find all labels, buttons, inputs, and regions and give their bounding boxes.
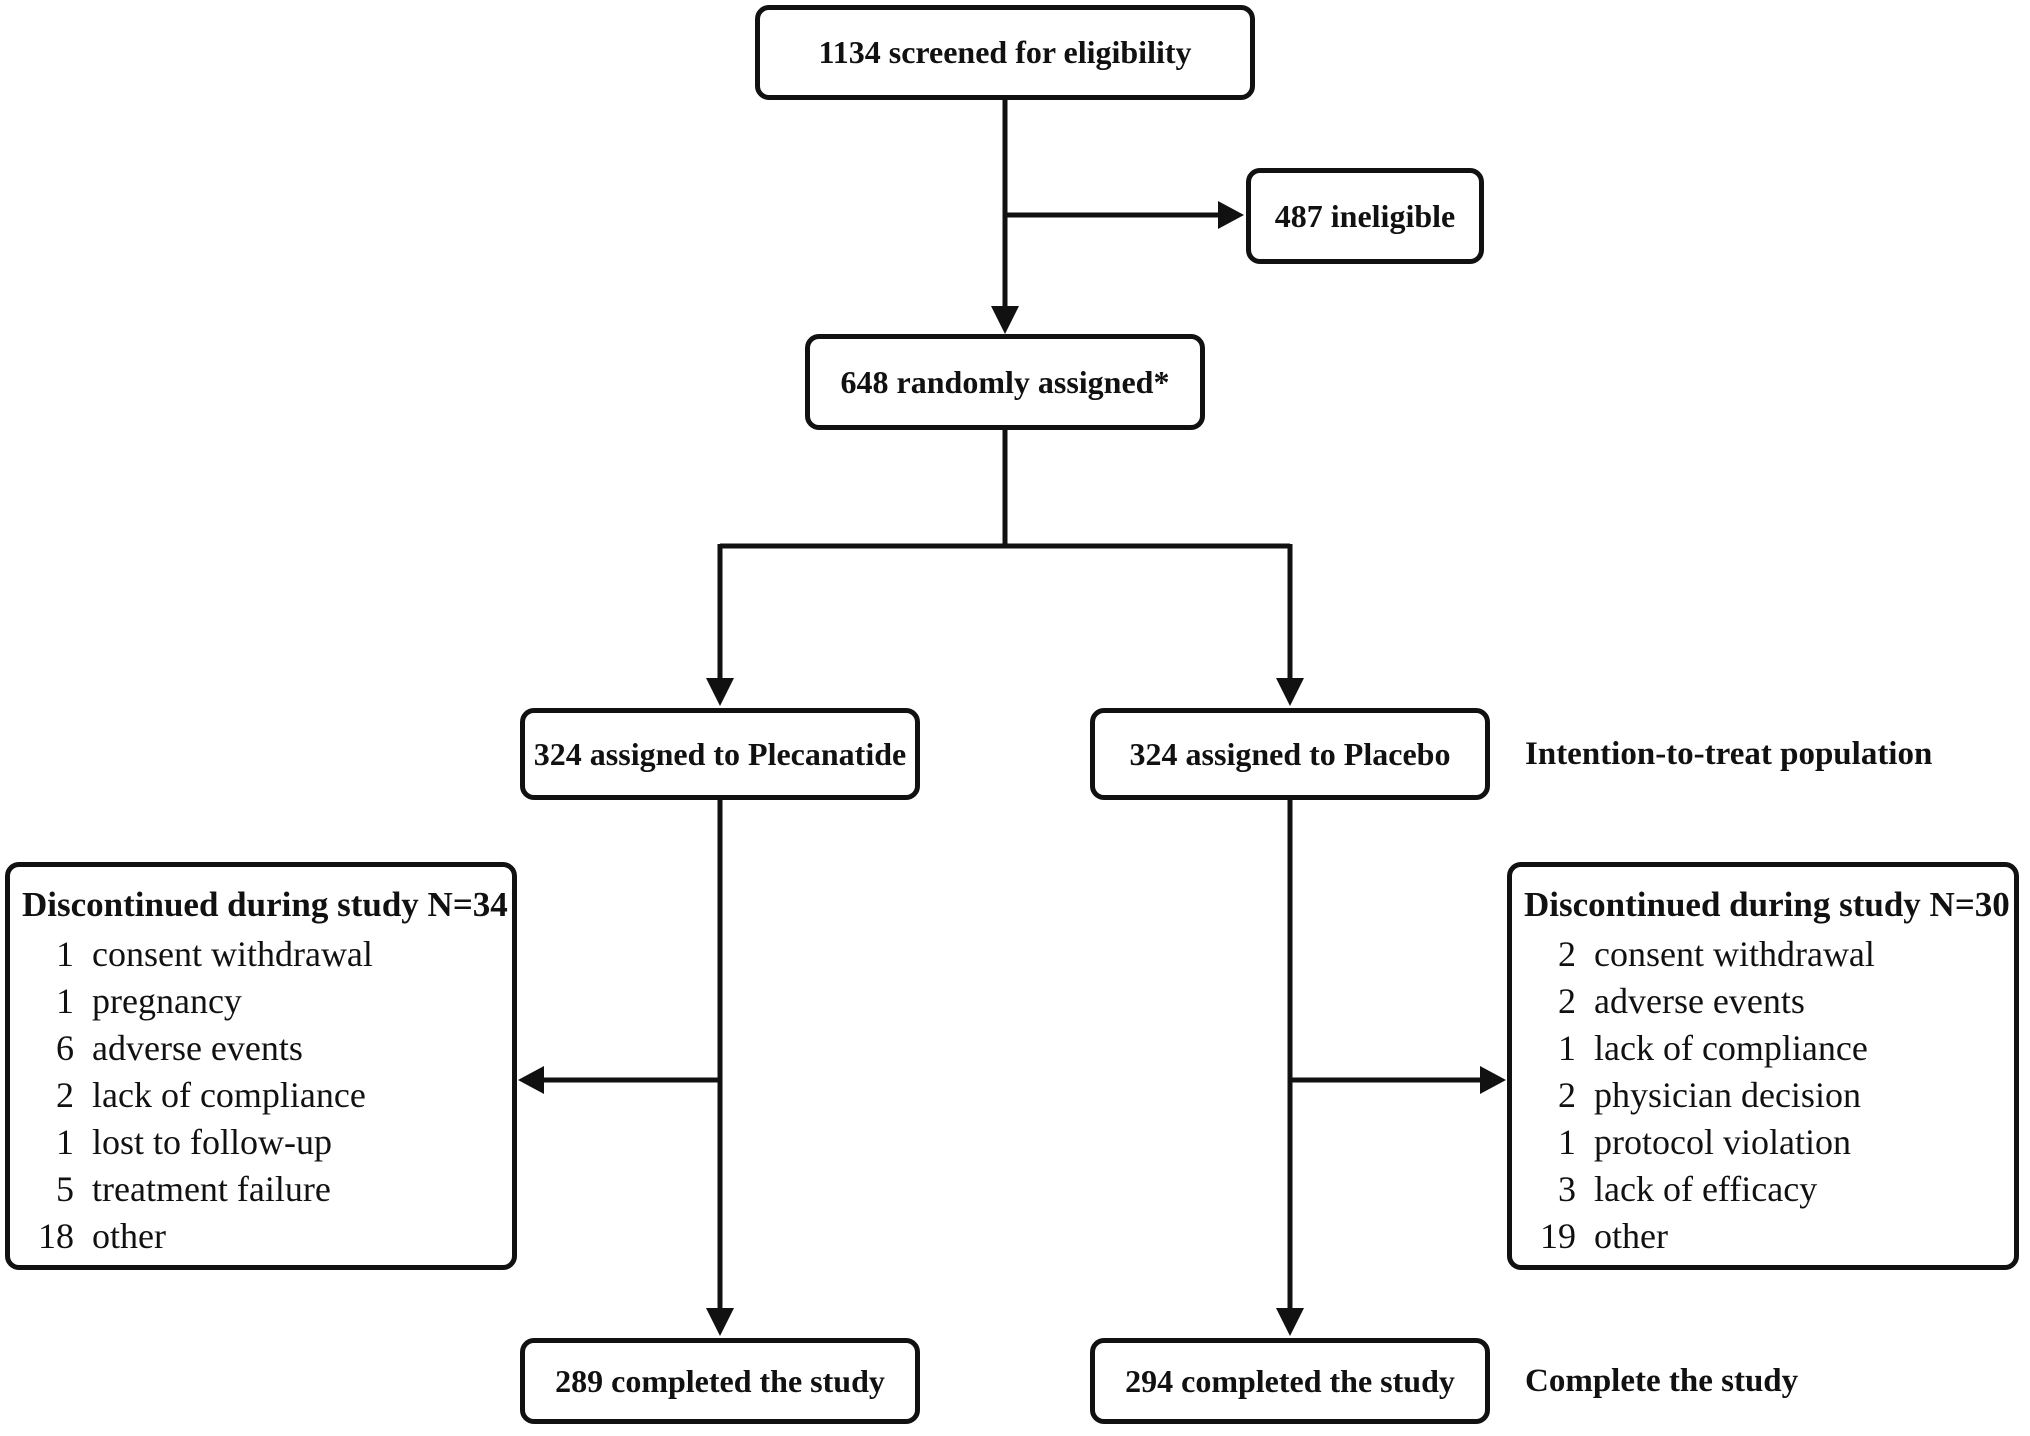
- box-discontinued-placebo: Discontinued during study N=30 2 consent…: [1507, 862, 2019, 1270]
- reason-text: protocol violation: [1594, 1121, 1851, 1162]
- arrowhead-completed-placebo: [1276, 1308, 1304, 1336]
- reason-count: 1: [56, 933, 74, 974]
- list-item: 1 protocol violation: [1524, 1119, 2002, 1166]
- reason-count: 3: [1558, 1168, 1576, 1209]
- list-item: 1 lack of compliance: [1524, 1025, 2002, 1072]
- reason-text: pregnancy: [92, 980, 242, 1021]
- box-assigned-placebo: 324 assigned to Placebo: [1090, 708, 1490, 800]
- reason-text: lack of compliance: [92, 1074, 366, 1115]
- reason-count: 1: [1558, 1121, 1576, 1162]
- arrowhead-randomized: [991, 306, 1019, 334]
- reason-text: consent withdrawal: [92, 933, 373, 974]
- box-completed-plecanatide: 289 completed the study: [520, 1338, 920, 1424]
- box-completed-plecanatide-label: 289 completed the study: [555, 1362, 885, 1399]
- list-item: 1 lost to follow-up: [22, 1119, 500, 1166]
- discontinued-placebo-title: Discontinued during study N=30: [1524, 885, 2010, 924]
- complete-study-label: Complete the study: [1525, 1362, 1799, 1399]
- reason-count: 1: [1558, 1027, 1576, 1068]
- discontinued-placebo-list: 2 consent withdrawal 2 adverse events 1 …: [1524, 931, 2002, 1260]
- arrowhead-discontinued-placebo: [1480, 1066, 1506, 1094]
- reason-text: adverse events: [92, 1027, 303, 1068]
- box-completed-placebo-label: 294 completed the study: [1125, 1362, 1455, 1399]
- reason-count: 2: [1558, 933, 1576, 974]
- box-assigned-plecanatide-label: 324 assigned to Plecanatide: [533, 735, 907, 772]
- reason-count: 2: [56, 1074, 74, 1115]
- box-discontinued-plecanatide: Discontinued during study N=34 1 consent…: [5, 862, 517, 1270]
- arrowhead-completed-plecanatide: [706, 1308, 734, 1336]
- reason-count: 2: [1558, 1074, 1576, 1115]
- box-screened-label: 1134 screened for eligibility: [818, 34, 1192, 71]
- reason-text: other: [92, 1215, 166, 1256]
- list-item: 18 other: [22, 1213, 500, 1260]
- list-item: 2 physician decision: [1524, 1072, 2002, 1119]
- box-assigned-placebo-label: 324 assigned to Placebo: [1129, 735, 1451, 772]
- arrowhead-ineligible: [1218, 201, 1244, 229]
- box-screened: 1134 screened for eligibility: [755, 5, 1255, 100]
- list-item: 19 other: [1524, 1213, 2002, 1260]
- reason-count: 2: [1558, 980, 1576, 1021]
- reason-text: physician decision: [1594, 1074, 1861, 1115]
- reason-count: 19: [1540, 1215, 1576, 1256]
- reason-text: lack of efficacy: [1594, 1168, 1818, 1209]
- reason-text: other: [1594, 1215, 1668, 1256]
- list-item: 1 pregnancy: [22, 978, 500, 1025]
- box-ineligible-label: 487 ineligible: [1274, 197, 1456, 234]
- list-item: 3 lack of efficacy: [1524, 1166, 2002, 1213]
- box-ineligible: 487 ineligible: [1246, 168, 1484, 264]
- reason-count: 18: [38, 1215, 74, 1256]
- list-item: 6 adverse events: [22, 1025, 500, 1072]
- list-item: 5 treatment failure: [22, 1166, 500, 1213]
- box-randomized: 648 randomly assigned*: [805, 334, 1205, 430]
- box-randomized-label: 648 randomly assigned*: [840, 363, 1170, 400]
- list-item: 2 lack of compliance: [22, 1072, 500, 1119]
- arrowhead-discontinued-plecanatide: [518, 1066, 544, 1094]
- reason-count: 5: [56, 1168, 74, 1209]
- box-completed-placebo: 294 completed the study: [1090, 1338, 1490, 1424]
- list-item: 2 adverse events: [1524, 978, 2002, 1025]
- reason-text: treatment failure: [92, 1168, 331, 1209]
- reason-text: adverse events: [1594, 980, 1805, 1021]
- reason-count: 1: [56, 980, 74, 1021]
- box-assigned-plecanatide: 324 assigned to Plecanatide: [520, 708, 920, 800]
- reason-count: 1: [56, 1121, 74, 1162]
- discontinued-plecanatide-title: Discontinued during study N=34: [22, 885, 508, 924]
- arrowhead-assigned-placebo: [1276, 678, 1304, 706]
- list-item: 2 consent withdrawal: [1524, 931, 2002, 978]
- reason-text: lost to follow-up: [92, 1121, 332, 1162]
- reason-text: consent withdrawal: [1594, 933, 1875, 974]
- reason-text: lack of compliance: [1594, 1027, 1868, 1068]
- itt-population-label: Intention-to-treat population: [1525, 735, 1933, 772]
- arrowhead-assigned-plecanatide: [706, 678, 734, 706]
- discontinued-plecanatide-list: 1 consent withdrawal 1 pregnancy 6 adver…: [22, 931, 500, 1260]
- list-item: 1 consent withdrawal: [22, 931, 500, 978]
- reason-count: 6: [56, 1027, 74, 1068]
